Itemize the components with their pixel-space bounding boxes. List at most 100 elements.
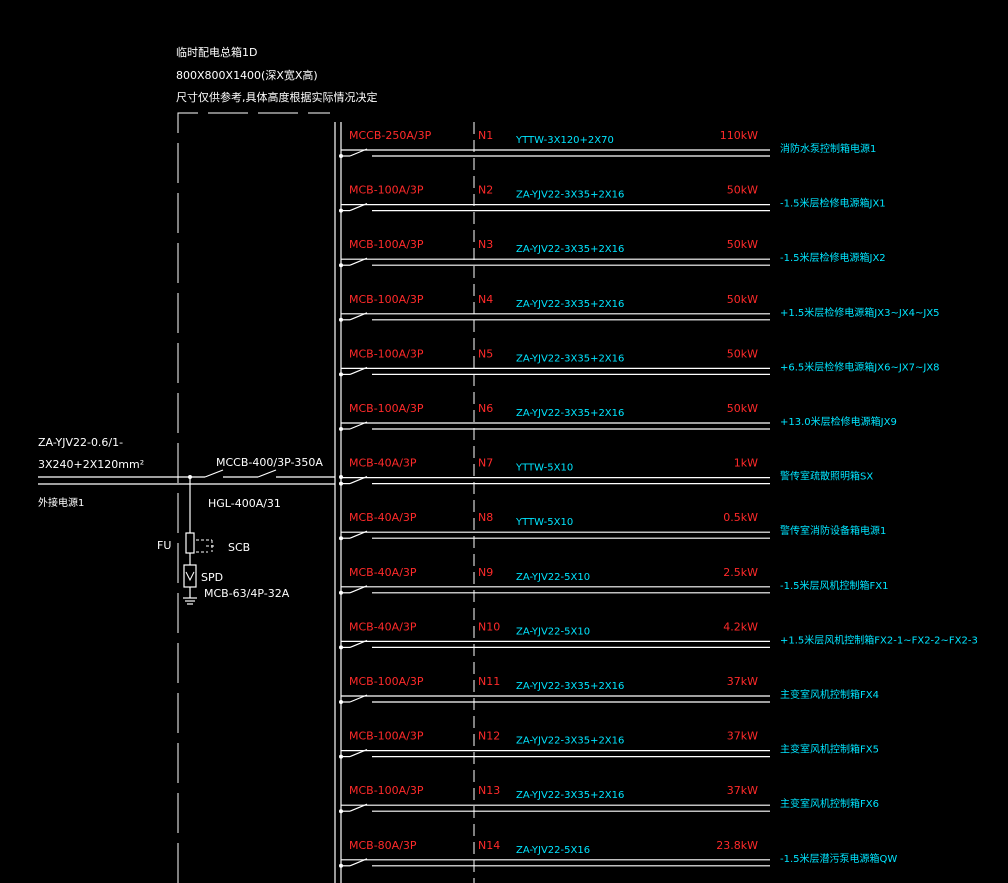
cable-spec: ZA-YJV22-3X35+2X16 xyxy=(516,353,624,364)
circuit-number: N4 xyxy=(478,293,493,306)
circuit-row: MCB-100A/3P N5 ZA-YJV22-3X35+2X16 50kW +6.5米… xyxy=(339,347,940,377)
destination-label: 消防水泵控制箱电源1 xyxy=(780,142,876,155)
panel-enclosure xyxy=(177,112,330,883)
spd-branch: FU SCB SPD MCB-63/4P-32A xyxy=(157,477,290,605)
breaker-label: MCB-100A/3P xyxy=(349,293,424,306)
breaker-label: MCB-100A/3P xyxy=(349,184,424,197)
power-rating: 37kW xyxy=(727,730,758,743)
destination-label: +1.5米层风机控制箱FX2-1~FX2-2~FX2-3 xyxy=(780,633,978,646)
circuit-row: MCB-100A/3P N11 ZA-YJV22-3X35+2X16 37kW 主变室风… xyxy=(339,675,879,704)
destination-label: 主变室风机控制箱FX5 xyxy=(780,743,879,756)
spd-label: SPD xyxy=(201,571,223,584)
power-rating: 50kW xyxy=(727,347,758,360)
breaker-label: MCB-40A/3P xyxy=(349,566,417,579)
destination-label: -1.5米层潜污泵电源箱QW xyxy=(780,852,897,865)
circuit-number: N12 xyxy=(478,730,500,743)
incoming-cable-line1: ZA-YJV22-0.6/1- xyxy=(38,436,123,449)
breaker-label: MCB-100A/3P xyxy=(349,402,424,415)
destination-label: +1.5米层检修电源箱JX3~JX4~JX5 xyxy=(780,306,940,319)
circuit-row: MCB-100A/3P N13 ZA-YJV22-3X35+2X16 37kW 主变室风… xyxy=(339,784,879,814)
circuit-number: N11 xyxy=(478,675,500,688)
panel-title: 临时配电总箱1D xyxy=(176,45,257,59)
fu-label: FU xyxy=(157,539,171,552)
breaker-label: MCB-40A/3P xyxy=(349,620,417,633)
circuit-number: N7 xyxy=(478,457,493,470)
power-rating: 4.2kW xyxy=(723,620,758,633)
cable-spec: ZA-YJV22-5X10 xyxy=(516,626,590,637)
circuit-row: MCB-100A/3P N12 ZA-YJV22-3X35+2X16 37kW 主变室风… xyxy=(339,730,879,759)
cable-spec: YTTW-5X10 xyxy=(515,517,573,528)
cable-spec: ZA-YJV22-3X35+2X16 xyxy=(516,790,624,801)
circuit-row: MCB-40A/3P N8 YTTW-5X10 0.5kW 警传室消防设备箱电源1 xyxy=(339,511,886,541)
circuit-number: N3 xyxy=(478,238,493,251)
breaker-label: MCB-100A/3P xyxy=(349,784,424,797)
circuit-row: MCB-40A/3P N7 YTTW-5X10 1kW 警传室疏散照明箱SX xyxy=(339,457,873,486)
incoming-feeder: ZA-YJV22-0.6/1- 3X240+2X120mm² 外接电源1 MCC… xyxy=(38,436,343,510)
circuit-number: N14 xyxy=(478,839,500,852)
circuit-row: MCB-100A/3P N2 ZA-YJV22-3X35+2X16 50kW -1.5米… xyxy=(339,184,886,213)
spd-breaker-label: MCB-63/4P-32A xyxy=(204,587,290,600)
destination-label: +13.0米层检修电源箱JX9 xyxy=(780,415,897,428)
destination-label: 警传室消防设备箱电源1 xyxy=(780,524,886,537)
cable-spec: YTTW-3X120+2X70 xyxy=(515,135,614,146)
power-rating: 50kW xyxy=(727,238,758,251)
circuit-number: N2 xyxy=(478,184,493,197)
breaker-label: MCB-40A/3P xyxy=(349,511,417,524)
destination-label: 主变室风机控制箱FX4 xyxy=(780,688,879,701)
power-rating: 23.8kW xyxy=(716,839,758,852)
cable-spec: ZA-YJV22-5X16 xyxy=(516,845,590,856)
breaker-label: MCB-100A/3P xyxy=(349,675,424,688)
isolator-label: HGL-400A/31 xyxy=(208,497,281,510)
breaker-label: MCB-100A/3P xyxy=(349,730,424,743)
panel-note: 尺寸仅供参考,具体高度根据实际情况决定 xyxy=(176,90,378,104)
incoming-source-label: 外接电源1 xyxy=(38,496,84,509)
breaker-label: MCB-40A/3P xyxy=(349,457,417,470)
circuit-number: N9 xyxy=(478,566,493,579)
outgoing-circuits: MCCB-250A/3P N1 YTTW-3X120+2X70 110kW 消防水泵控制… xyxy=(339,129,978,868)
power-rating: 50kW xyxy=(727,293,758,306)
busbar xyxy=(334,122,342,883)
destination-label: +6.5米层检修电源箱JX6~JX7~JX8 xyxy=(780,360,940,373)
panel-dimensions: 800X800X1400(深X宽X高) xyxy=(176,68,318,82)
scb-label: SCB xyxy=(228,541,250,554)
circuit-row: MCB-40A/3P N9 ZA-YJV22-5X10 2.5kW -1.5米层风机控制… xyxy=(339,566,888,595)
main-breaker-label: MCCB-400/3P-350A xyxy=(216,456,323,469)
circuit-number: N1 xyxy=(478,129,493,142)
panel-header: 临时配电总箱1D 800X800X1400(深X宽X高) 尺寸仅供参考,具体高度… xyxy=(176,45,378,104)
circuit-number: N8 xyxy=(478,511,493,524)
power-rating: 50kW xyxy=(727,402,758,415)
breaker-label: MCB-100A/3P xyxy=(349,347,424,360)
power-rating: 110kW xyxy=(720,129,758,142)
destination-label: 主变室风机控制箱FX6 xyxy=(780,797,879,810)
destination-label: -1.5米层检修电源箱JX1 xyxy=(780,197,886,210)
breaker-label: MCB-80A/3P xyxy=(349,839,417,852)
cable-spec: ZA-YJV22-5X10 xyxy=(516,572,590,583)
destination-label: 警传室疏散照明箱SX xyxy=(780,470,873,483)
circuit-row: MCB-80A/3P N14 ZA-YJV22-5X16 23.8kW -1.5米层潜污… xyxy=(339,839,897,868)
cable-spec: ZA-YJV22-3X35+2X16 xyxy=(516,736,624,747)
power-rating: 2.5kW xyxy=(723,566,758,579)
incoming-cable-line2: 3X240+2X120mm² xyxy=(38,458,144,471)
power-rating: 1kW xyxy=(734,457,758,470)
circuit-number: N5 xyxy=(478,347,493,360)
destination-label: -1.5米层风机控制箱FX1 xyxy=(780,579,888,592)
power-rating: 0.5kW xyxy=(723,511,758,524)
power-rating: 37kW xyxy=(727,675,758,688)
circuit-number: N6 xyxy=(478,402,493,415)
cable-spec: ZA-YJV22-3X35+2X16 xyxy=(516,244,624,255)
power-rating: 37kW xyxy=(727,784,758,797)
circuit-row: MCB-40A/3P N10 ZA-YJV22-5X10 4.2kW +1.5米层风机控… xyxy=(339,620,978,650)
cable-spec: ZA-YJV22-3X35+2X16 xyxy=(516,681,624,692)
circuit-number: N13 xyxy=(478,784,500,797)
breaker-label: MCCB-250A/3P xyxy=(349,129,432,142)
cable-spec: ZA-YJV22-3X35+2X16 xyxy=(516,190,624,201)
cable-spec: YTTW-5X10 xyxy=(515,463,573,474)
breaker-label: MCB-100A/3P xyxy=(349,238,424,251)
circuit-number: N10 xyxy=(478,620,500,633)
circuit-row: MCCB-250A/3P N1 YTTW-3X120+2X70 110kW 消防水泵控制… xyxy=(339,129,876,158)
power-rating: 50kW xyxy=(727,184,758,197)
